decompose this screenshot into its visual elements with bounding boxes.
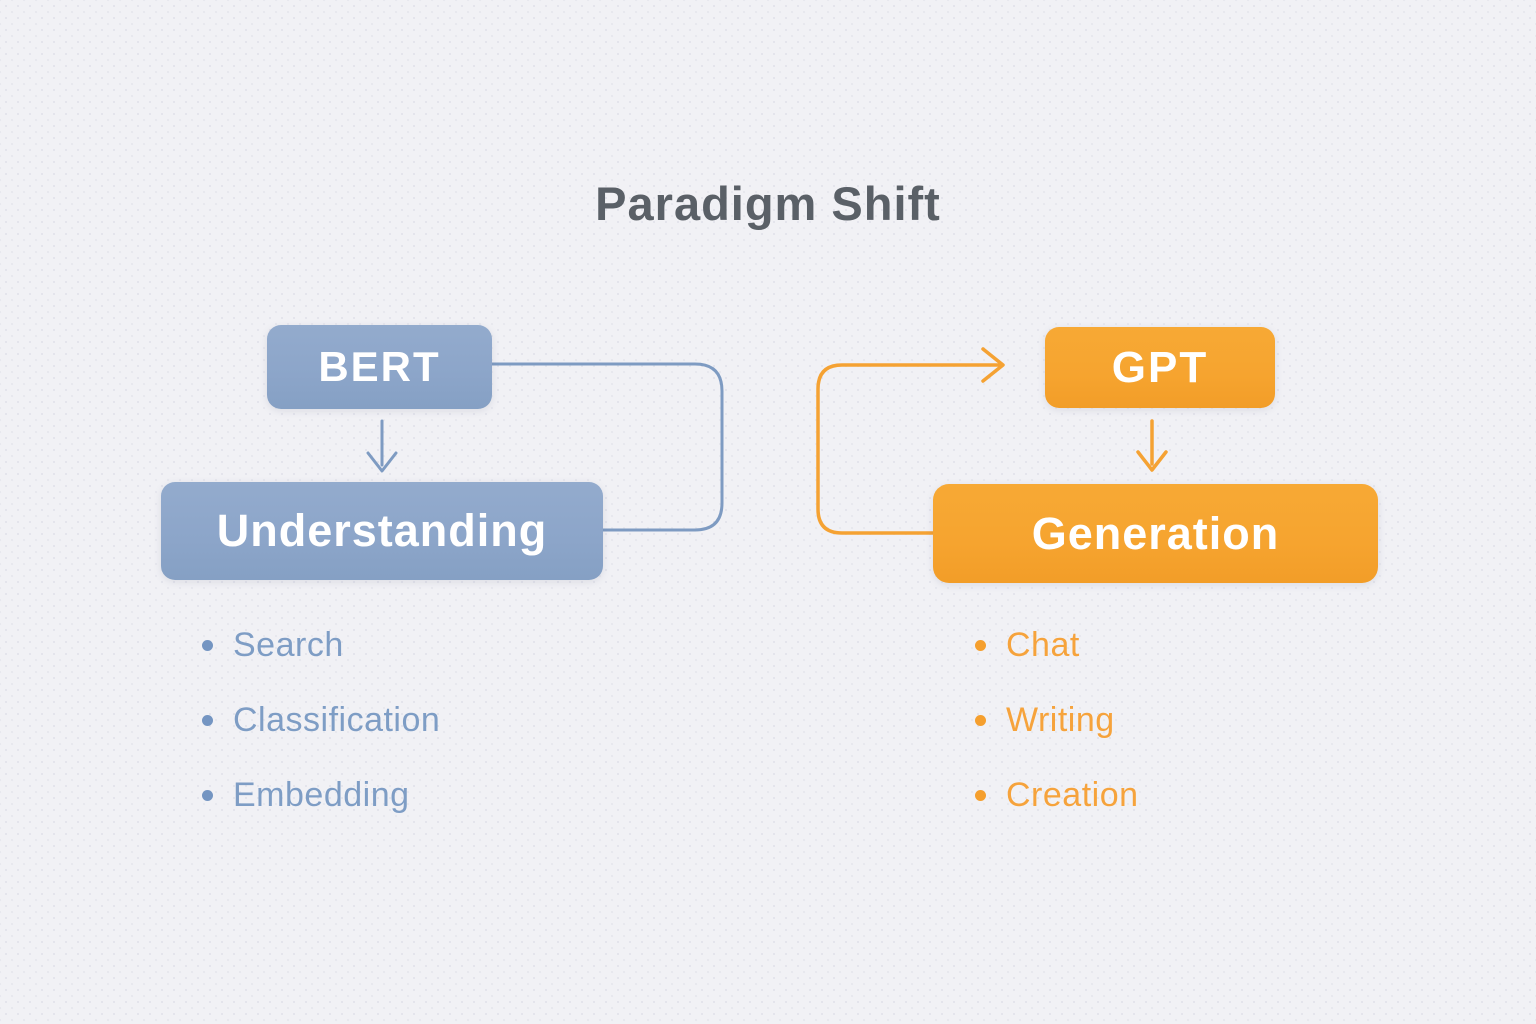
bullet-dot-icon — [975, 715, 986, 726]
list-item: Classification — [202, 683, 440, 758]
understanding-box-label: Understanding — [216, 505, 548, 556]
gpt-box-label: GPT — [1111, 342, 1209, 392]
bullet-dot-icon — [202, 790, 213, 801]
bullet-dot-icon — [202, 715, 213, 726]
list-item-label: Chat — [1006, 626, 1080, 664]
list-item-label: Classification — [233, 701, 441, 739]
gpt-box: GPT — [1045, 327, 1275, 408]
bert-capabilities-list: Search Classification Embedding — [202, 608, 440, 833]
bullet-dot-icon — [975, 790, 986, 801]
gpt-down-arrow-icon — [1136, 419, 1168, 472]
list-item-label: Embedding — [233, 776, 410, 814]
generation-box: Generation — [933, 484, 1378, 583]
bert-box-label: BERT — [318, 343, 441, 390]
list-item-label: Writing — [1006, 701, 1115, 739]
bullet-dot-icon — [975, 640, 986, 651]
bullet-dot-icon — [202, 640, 213, 651]
bert-box: BERT — [267, 325, 492, 409]
list-item: Search — [202, 608, 440, 683]
list-item: Writing — [975, 683, 1139, 758]
generation-box-label: Generation — [1031, 507, 1280, 559]
gpt-capabilities-list: Chat Writing Creation — [975, 608, 1139, 833]
list-item: Embedding — [202, 758, 440, 833]
page-title: Paradigm Shift — [595, 177, 941, 230]
bert-down-arrow-icon — [366, 419, 398, 473]
list-item-label: Search — [233, 626, 344, 664]
list-item: Creation — [975, 758, 1139, 833]
understanding-box: Understanding — [161, 482, 603, 580]
list-item-label: Creation — [1006, 776, 1139, 814]
list-item: Chat — [975, 608, 1139, 683]
